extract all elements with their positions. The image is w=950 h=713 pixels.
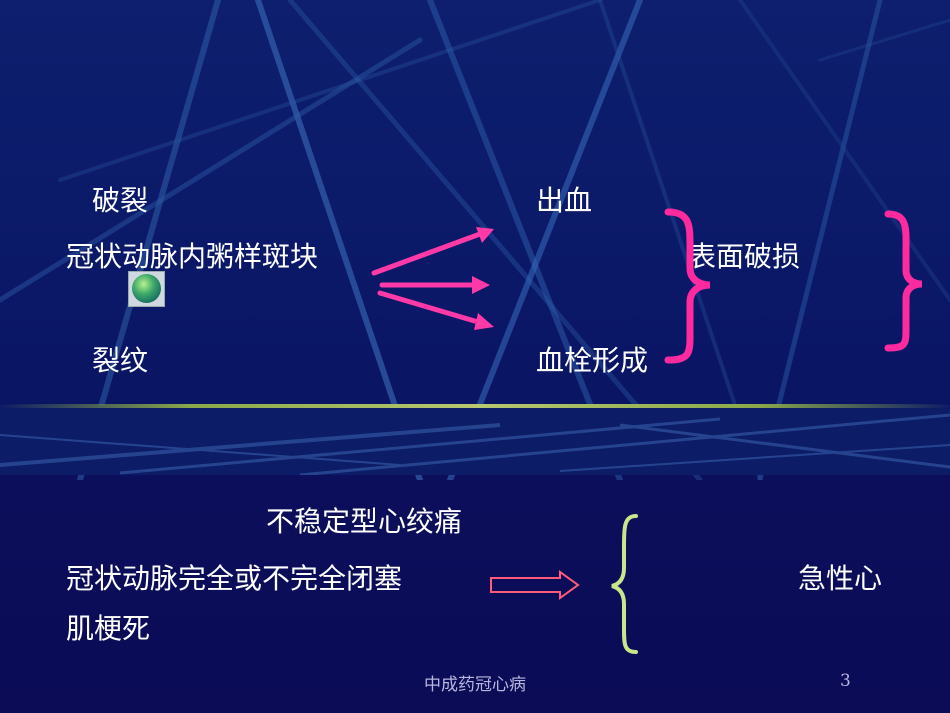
label-fissure: 裂纹 xyxy=(92,344,149,377)
label-unstable-angina: 不稳定型心绞痛 xyxy=(266,505,463,538)
right-brace-1 xyxy=(664,208,711,364)
label-thrombosis: 血栓形成 xyxy=(536,344,649,377)
page-number: 3 xyxy=(840,671,851,691)
label-hemorrhage: 出血 xyxy=(536,184,593,217)
footer-title: 中成药冠心病 xyxy=(424,675,526,695)
divider-line xyxy=(0,404,950,408)
label-occlusion: 冠状动脉完全或不完全闭塞 xyxy=(66,562,403,595)
hollow-arrow-icon xyxy=(490,570,580,600)
decorative-band xyxy=(0,405,950,475)
left-brace-green xyxy=(611,514,638,654)
label-rupture: 破裂 xyxy=(92,184,149,217)
arrow-up xyxy=(371,231,483,276)
label-plaque: 冠状动脉内粥样斑块 xyxy=(66,240,319,273)
background-diagonal-lines xyxy=(0,0,950,480)
right-brace-2 xyxy=(884,210,923,352)
label-surface-damage: 表面破损 xyxy=(688,240,801,273)
label-infarction-tail: 肌梗死 xyxy=(66,612,151,645)
label-acute-mi-head: 急性心 xyxy=(798,562,883,595)
green-orb-icon xyxy=(128,271,165,307)
arrow-down xyxy=(377,290,481,325)
